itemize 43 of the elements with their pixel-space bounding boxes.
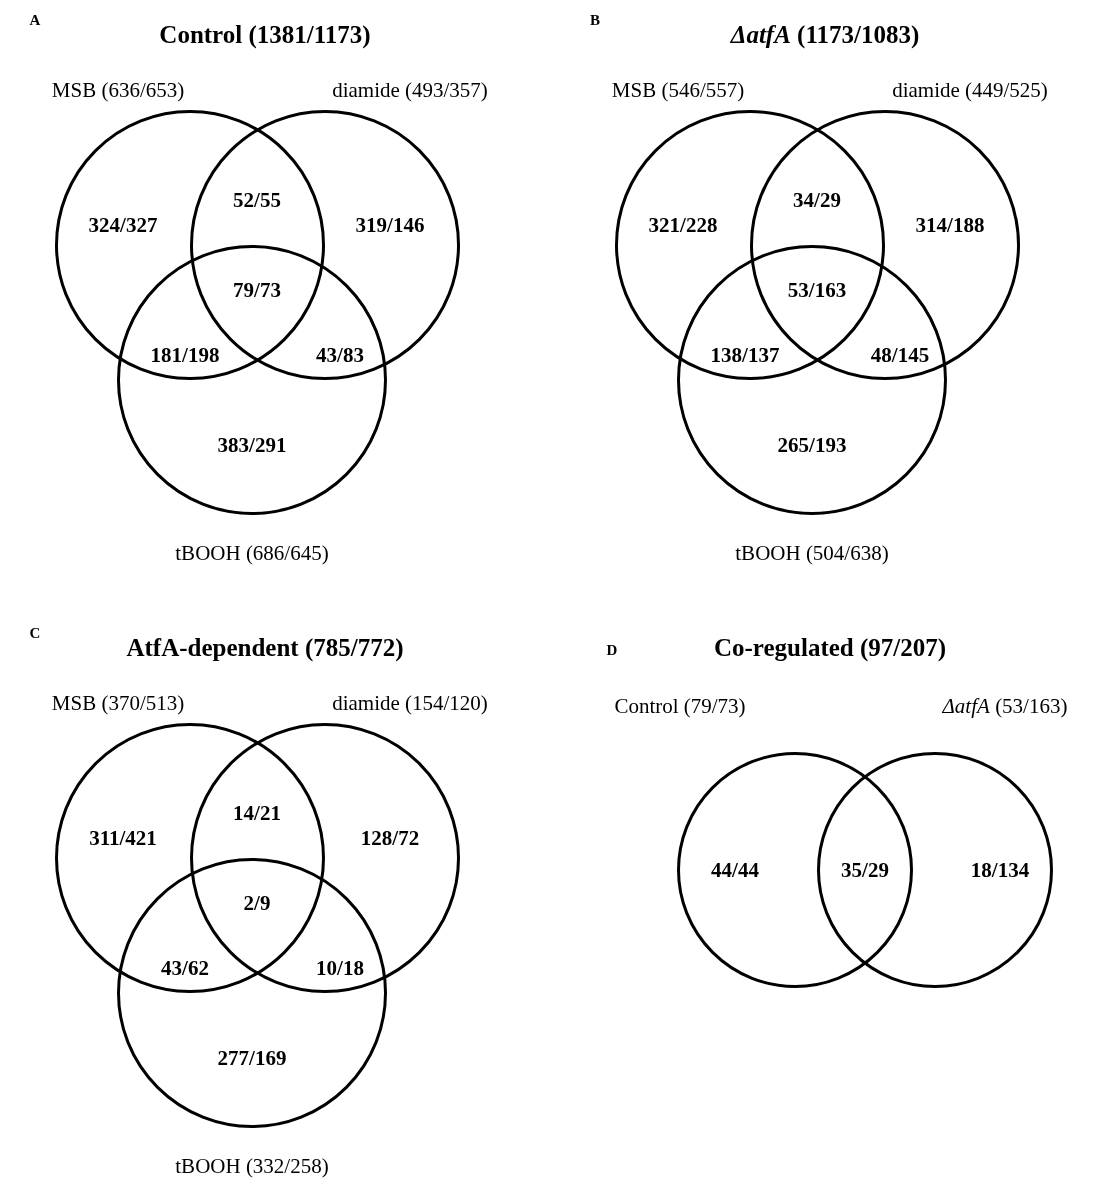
region-count: 314/188 xyxy=(915,212,985,238)
panel-letter: C xyxy=(29,624,41,642)
region-count: 383/291 xyxy=(217,432,287,458)
set-label: tBOOH (504/638) xyxy=(735,540,889,566)
region-count: 321/228 xyxy=(648,212,718,238)
set-label: tBOOH (332/258) xyxy=(175,1153,329,1179)
region-count: 138/137 xyxy=(710,342,780,368)
region-count: 14/21 xyxy=(233,800,281,826)
panel-title: AtfA-dependent (785/772) xyxy=(126,634,404,662)
region-count: 128/72 xyxy=(360,825,420,851)
region-count: 52/55 xyxy=(233,187,281,213)
region-count: 2/9 xyxy=(243,890,271,916)
panel-letter: D xyxy=(606,641,618,659)
region-count: 319/146 xyxy=(355,212,425,238)
region-count: 277/169 xyxy=(217,1045,287,1071)
region-count: 34/29 xyxy=(793,187,841,213)
region-count: 43/62 xyxy=(161,955,209,981)
region-count: 18/134 xyxy=(970,857,1030,883)
set-label: Control (79/73) xyxy=(614,693,746,719)
region-count: 48/145 xyxy=(870,342,930,368)
region-count: 265/193 xyxy=(777,432,847,458)
region-count: 79/73 xyxy=(233,277,281,303)
region-count: 43/83 xyxy=(316,342,364,368)
set-label: MSB (636/653) xyxy=(51,77,185,103)
set-label: MSB (370/513) xyxy=(51,690,185,716)
region-count: 311/421 xyxy=(89,825,157,851)
region-count: 324/327 xyxy=(88,212,158,238)
set-label: diamide (493/357) xyxy=(332,77,488,103)
region-count: 44/44 xyxy=(711,857,759,883)
panel-title: ΔatfA (1173/1083) xyxy=(730,21,920,49)
panel-title: Co-regulated (97/207) xyxy=(713,634,947,662)
set-label: diamide (154/120) xyxy=(332,690,488,716)
region-count: 181/198 xyxy=(150,342,220,368)
set-label: tBOOH (686/645) xyxy=(175,540,329,566)
region-count: 10/18 xyxy=(316,955,364,981)
set-label: diamide (449/525) xyxy=(892,77,1048,103)
panel-letter: B xyxy=(590,11,600,29)
panel-title: Control (1381/1173) xyxy=(159,21,371,49)
set-label: ΔatfA (53/163) xyxy=(942,693,1068,719)
region-count: 35/29 xyxy=(841,857,889,883)
panel-letter: A xyxy=(29,11,41,29)
set-label: MSB (546/557) xyxy=(611,77,745,103)
region-count: 53/163 xyxy=(787,277,847,303)
